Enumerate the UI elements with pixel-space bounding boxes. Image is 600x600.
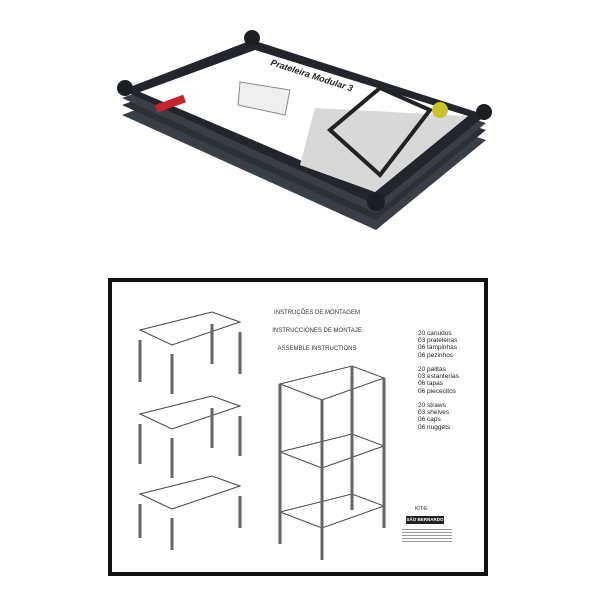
part-item: 03 estanterias: [418, 373, 459, 381]
product-package-photo: Prateleira Modular 3: [117, 30, 492, 230]
brand-logo: SÃO BERNARDO: [406, 516, 444, 524]
kit-code: KIT-E: [415, 506, 428, 512]
part-item: 03 shelves: [418, 409, 450, 417]
instructions-pt: INSTRUÇÕES DE MONTAGEM: [274, 310, 360, 316]
assembled-shelf-diagram: [278, 365, 386, 560]
instructions-es: INSTRUCCIONES DE MONTAJE: [272, 328, 362, 334]
shelf-diagrams: [138, 311, 386, 560]
part-item: 20 palitas: [418, 366, 446, 373]
part-item: 06 nuggets: [418, 423, 451, 431]
part-item: 06 tampinhas: [418, 344, 458, 352]
part-item: 06 pezinhos: [418, 351, 454, 359]
part-item: 06 tapas: [418, 380, 443, 388]
part-item: 06 piececitos: [418, 387, 456, 395]
shelf-stack: [117, 30, 492, 230]
part-item: 03 prateleiras: [418, 337, 458, 345]
company-fine-print: [402, 527, 452, 549]
instructions-en: ASSEMBLE INSTRUCTIONS: [277, 346, 357, 352]
part-item: 06 caps: [418, 416, 441, 424]
exploded-shelf-diagram: [138, 311, 242, 550]
assembly-instructions-sheet: INSTRUÇÕES DE MONTAGEM INSTRUCCIONES DE …: [108, 278, 488, 576]
part-item: 20 straws: [418, 402, 446, 409]
part-item: 20 canudos: [418, 330, 452, 337]
